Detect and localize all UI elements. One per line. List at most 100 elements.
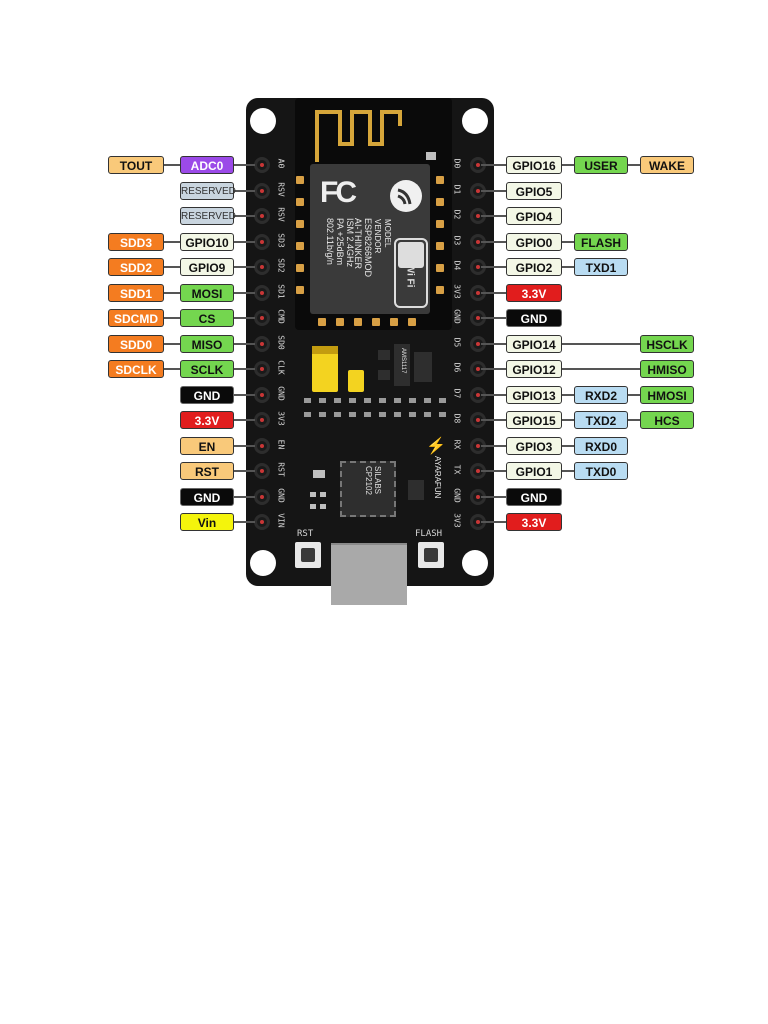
module-model-label: MODEL VENDOR: [373, 219, 392, 254]
lightning-logo-icon: ⚡: [426, 438, 446, 455]
connector-line: [481, 495, 506, 498]
pin-rst: [254, 463, 270, 479]
tag-gpio5: GPIO5: [506, 181, 562, 200]
connector-line: [164, 164, 180, 166]
regulator-label: AMS1117: [400, 348, 406, 374]
module-pad: [336, 318, 344, 326]
pin-sd1: [254, 284, 270, 301]
connector-line: [562, 444, 574, 447]
tag-sdd3: SDD3: [108, 232, 164, 251]
tag-gpio0: GPIO0: [506, 232, 562, 251]
pin-label: D5: [452, 337, 462, 347]
pin-label: D1: [452, 184, 462, 194]
connector-line: [562, 368, 640, 370]
tag-3-3v: 3.3V: [180, 411, 234, 429]
pin-label: EN: [276, 439, 286, 449]
tag-reserved: RESERVED: [180, 207, 236, 225]
connector-line: [164, 240, 180, 243]
tag-hmosi: HMOSI: [640, 385, 694, 404]
pin-label: CLK: [276, 360, 286, 375]
pin-sd2: [254, 259, 270, 275]
module-pad: [296, 242, 304, 250]
pin-en: [254, 437, 270, 454]
pin-gnd: [254, 488, 270, 505]
wifi-logo: Wi Fi: [394, 238, 428, 308]
pin-label: D3: [452, 235, 462, 245]
module-pad: [436, 220, 444, 228]
connector-line: [234, 164, 255, 166]
pin-cmd: [254, 310, 270, 326]
tag-sdd0: SDD0: [108, 334, 164, 353]
pin-label: 3V3: [452, 283, 462, 299]
connector-line: [234, 521, 255, 523]
tag-gpio4: GPIO4: [506, 207, 562, 225]
connector-line: [481, 393, 506, 396]
smd-component: [310, 492, 316, 497]
connector-line: [481, 444, 506, 447]
module-pad: [436, 176, 444, 184]
smd-component: [334, 412, 341, 417]
tag-gpio3: GPIO3: [506, 436, 562, 455]
smd-component: [364, 398, 371, 403]
smd-component: [304, 412, 311, 417]
cp2102-label: SILABS CP2102: [364, 466, 382, 495]
connector-line: [234, 495, 255, 498]
pin-3v3: [254, 412, 270, 428]
smd-component: [439, 412, 446, 417]
tag-flash: FLASH: [574, 232, 628, 251]
tag-txd1: TXD1: [574, 258, 628, 276]
smd-component: [379, 398, 386, 403]
connector-line: [234, 419, 255, 421]
small-ic: [378, 370, 390, 380]
rst-button[interactable]: [295, 542, 321, 568]
module-pad: [436, 264, 444, 272]
connector-line: [562, 342, 640, 345]
tag-gpio10: GPIO10: [180, 232, 234, 251]
connector-line: [234, 317, 255, 319]
connector-line: [562, 470, 574, 472]
fc-logo: FC: [320, 176, 357, 209]
module-model-value: ESP8266MOD AI-THINKER: [353, 218, 373, 278]
tag-en: EN: [180, 436, 234, 455]
pin-label: VIN: [276, 513, 286, 528]
flash-button[interactable]: [418, 542, 444, 568]
smd-component: [439, 398, 446, 403]
connector-line: [562, 240, 574, 243]
connector-line: [481, 189, 506, 192]
smd-component: [364, 412, 371, 417]
pin-clk: [254, 361, 270, 377]
smd-component: [319, 412, 326, 417]
tag-user: USER: [574, 156, 628, 174]
connector-line: [164, 317, 180, 319]
tag-gpio2: GPIO2: [506, 258, 562, 276]
tag-rxd0: RXD0: [574, 436, 628, 455]
tag-adc0: ADC0: [180, 156, 234, 174]
connector-line: [234, 189, 255, 192]
pin-label: RSV: [276, 181, 286, 197]
pin-label: GND: [452, 309, 462, 324]
pin-label: 3V3: [276, 411, 286, 426]
connector-line: [164, 368, 180, 370]
small-ic: [378, 350, 390, 360]
smd-component: [424, 398, 431, 403]
connector-line: [481, 368, 506, 370]
cp2102-chip: [340, 461, 396, 517]
pin-label: RSV: [276, 207, 286, 222]
connector-line: [481, 291, 506, 294]
smd-component: [310, 504, 316, 509]
pin-label: A0: [276, 158, 286, 169]
smd-component: [349, 398, 356, 403]
pin-label: 3V3: [452, 513, 462, 528]
tag-sdd1: SDD1: [108, 283, 164, 302]
module-pad: [296, 176, 304, 184]
pin-label: RST: [276, 462, 286, 477]
connector-line: [481, 317, 506, 319]
espressif-logo-icon: [390, 180, 422, 212]
pin-label: D4: [452, 260, 462, 271]
mounting-hole-top-right: [462, 108, 488, 134]
pin-label: SD2: [276, 258, 286, 273]
pin-sd3: [254, 233, 270, 250]
tag-gpio9: GPIO9: [180, 258, 234, 276]
connector-line: [234, 470, 255, 472]
smd-component: [334, 398, 341, 403]
